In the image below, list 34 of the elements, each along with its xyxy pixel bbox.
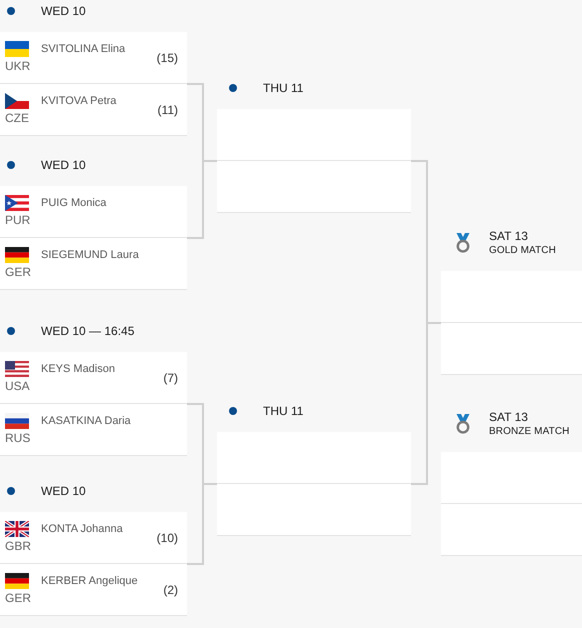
- country-code: RUS: [5, 431, 30, 446]
- player-name: KVITOVA Petra: [41, 94, 116, 108]
- player-name: KERBER Angelique: [41, 574, 138, 588]
- country-code: USA: [5, 379, 30, 394]
- country-code: UKR: [5, 59, 30, 74]
- seed-number: (15): [156, 51, 178, 66]
- seed-number: (11): [158, 103, 178, 118]
- match-round: BRONZE MATCH: [489, 425, 570, 439]
- player-name: KASATKINA Daria: [41, 414, 131, 428]
- player-name: PUIG Monica: [41, 196, 106, 210]
- match-date: SAT 13: [489, 228, 529, 244]
- seed-number: (10): [156, 531, 178, 546]
- player-name: KEYS Madison: [41, 362, 115, 376]
- bracket-connector: [187, 160, 217, 239]
- country-code: PUR: [5, 213, 30, 228]
- match-date: SAT 13: [489, 409, 529, 425]
- match-round: GOLD MATCH: [489, 244, 556, 258]
- country-code: GER: [5, 265, 32, 280]
- player-name: SIEGEMUND Laura: [41, 248, 139, 262]
- player-name: SVITOLINA Elina: [41, 42, 126, 56]
- country-code: GBR: [5, 539, 32, 554]
- bracket-connector: [187, 483, 217, 565]
- seed-number: (2): [163, 583, 178, 598]
- match-date: WED 10: [41, 157, 86, 173]
- match-date: WED 10 — 16:45: [41, 323, 134, 339]
- country-code: GER: [5, 591, 32, 606]
- player-name: KONTA Johanna: [41, 522, 123, 536]
- match-date: THU 11: [263, 80, 304, 96]
- bracket-connector: [411, 322, 441, 485]
- match-date: WED 10: [41, 483, 86, 499]
- match-date: WED 10: [41, 3, 86, 19]
- seed-number: (7): [163, 371, 178, 386]
- country-code: CZE: [5, 111, 29, 126]
- match-date: THU 11: [263, 403, 304, 419]
